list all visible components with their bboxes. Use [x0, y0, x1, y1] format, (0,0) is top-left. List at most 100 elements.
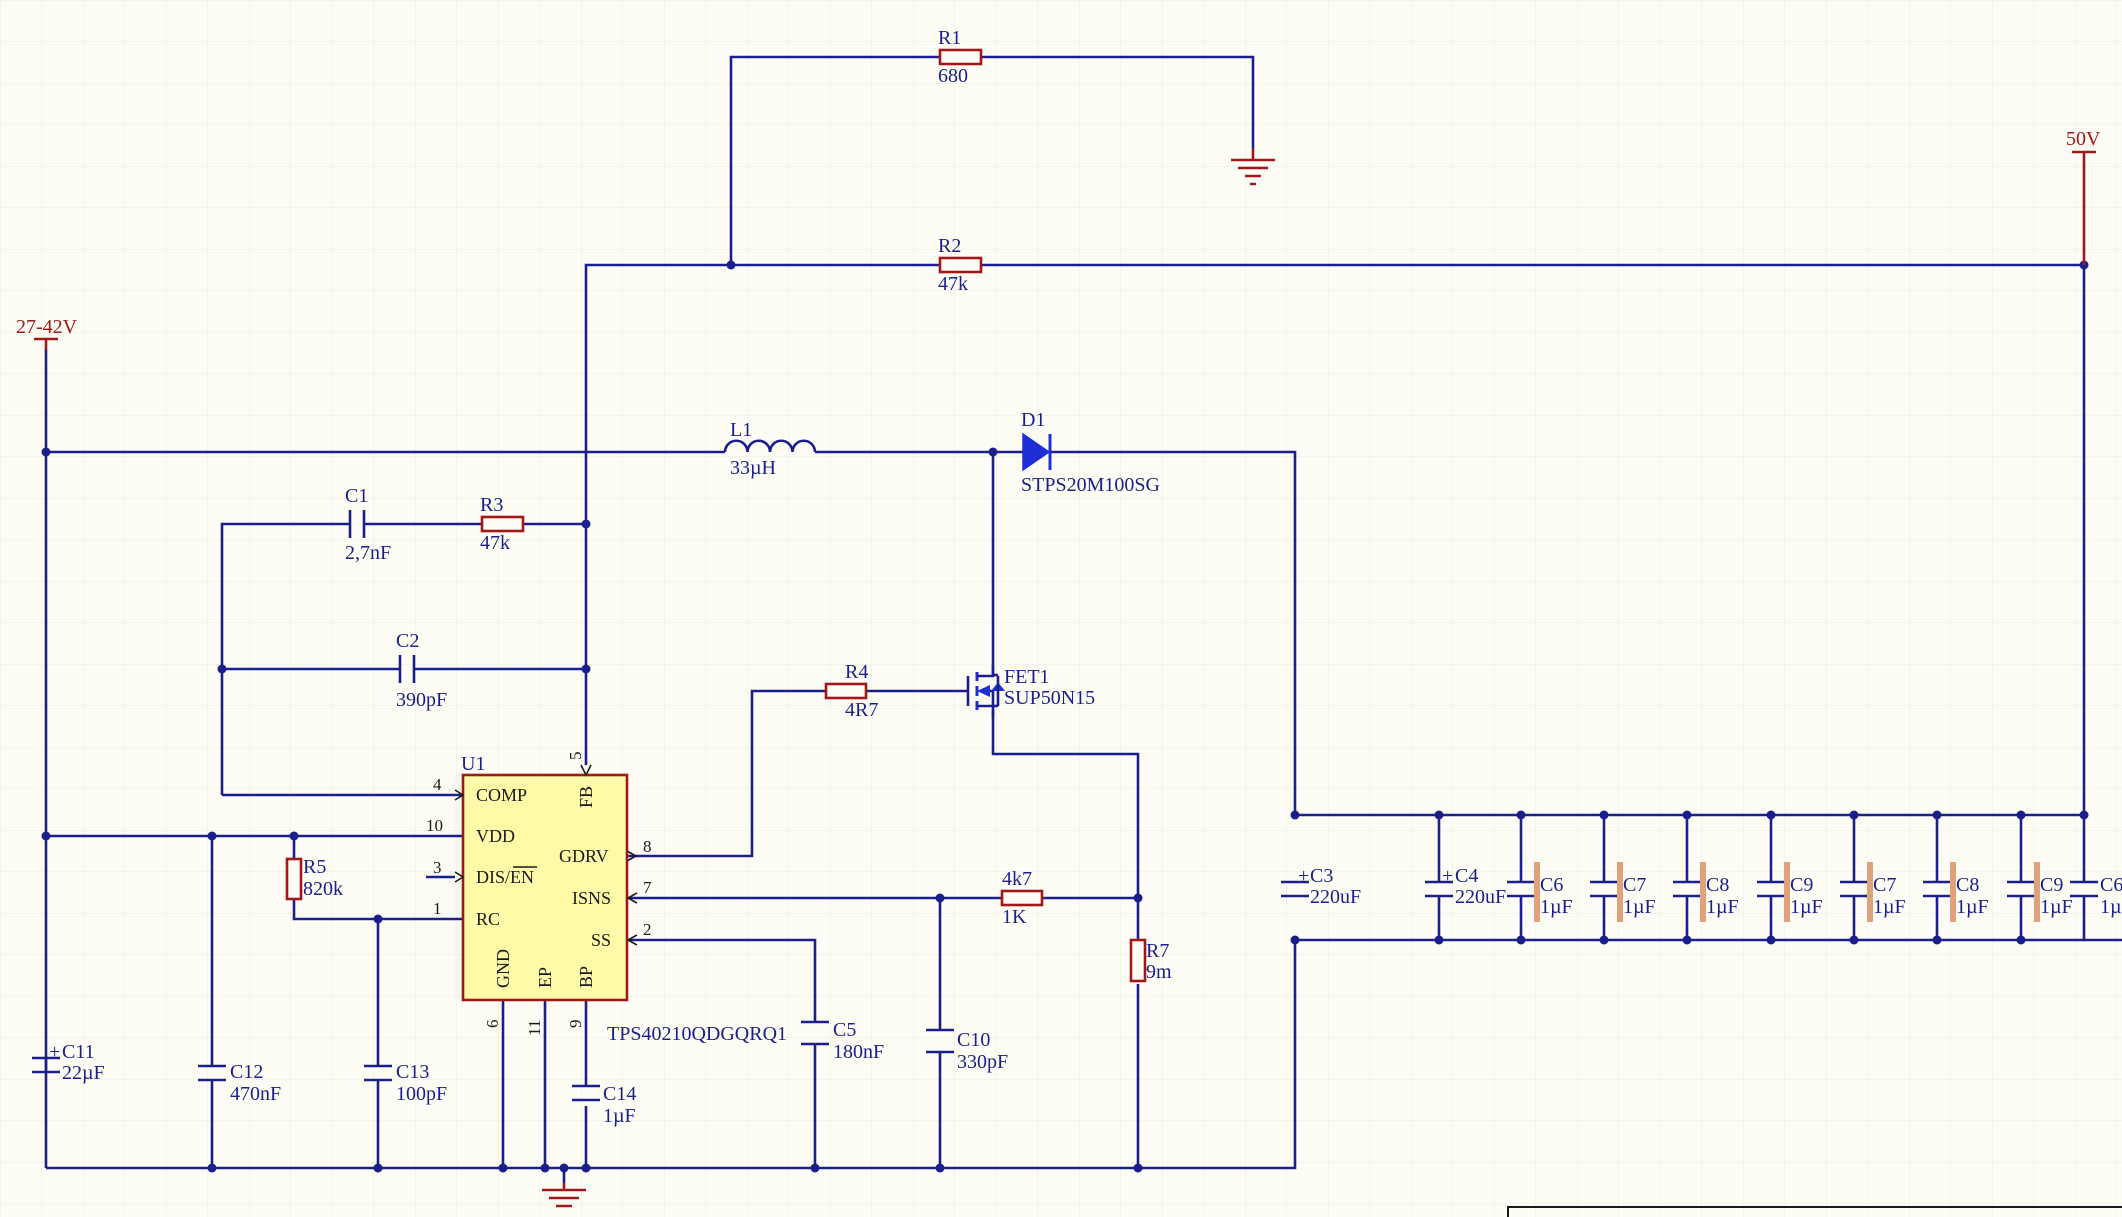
r4-ref: R4 — [845, 661, 868, 683]
c11-ref: C11 — [62, 1041, 95, 1063]
c12-value: 470nF — [230, 1083, 281, 1105]
pin-vdd-label: VDD — [476, 826, 515, 846]
pin-rc-label: RC — [476, 909, 500, 929]
c11-plus: + — [49, 1041, 60, 1063]
capacitor-c2[interactable]: C2 390pF — [396, 630, 447, 711]
mosfet-fet1[interactable]: FET1 SUP50N15 — [966, 665, 1095, 718]
capacitor-c13[interactable]: C13 100pF — [364, 1061, 447, 1105]
out-cap-6-ref: C9 — [2040, 874, 2063, 896]
output-cap-2[interactable]: C8 1µF — [1673, 815, 1739, 940]
pin-bp-label: BP — [576, 966, 596, 988]
capacitor-c10[interactable]: C10 330pF — [926, 1028, 1008, 1073]
r7-ref: R7 — [1146, 940, 1169, 962]
capacitor-c11[interactable]: + C11 22µF — [32, 1041, 105, 1084]
capacitor-c3[interactable]: + C3 220uF — [1281, 865, 1361, 908]
output-cap-bank: C6 1µF C7 1µF C8 1µF C9 1µF C7 1µF — [1507, 815, 2122, 942]
capacitor-c5[interactable]: C5 180nF — [801, 1019, 884, 1063]
pin-8-number: 8 — [643, 837, 652, 856]
output-cap-4[interactable]: C7 1µF — [1840, 815, 1906, 940]
l1-ref: L1 — [730, 419, 752, 441]
c13-ref: C13 — [396, 1061, 429, 1083]
inductor-l1[interactable]: L1 33µH — [723, 419, 817, 479]
output-cap-6[interactable]: C9 1µF — [2007, 815, 2073, 940]
out-cap-1-value: 1µF — [1623, 896, 1656, 918]
ground-symbol-bottom[interactable] — [542, 1183, 586, 1208]
pin-7-number: 7 — [643, 878, 652, 897]
c2-value: 390pF — [396, 689, 447, 711]
pin-3-number: 3 — [433, 858, 442, 877]
r4-value: 4R7 — [845, 699, 878, 721]
capacitor-c1[interactable]: C1 2,7nF — [345, 485, 391, 564]
ic-u1[interactable]: U1 TPS40210QDGQRQ1 COMP 4 VDD 10 DIS/EN … — [426, 752, 787, 1046]
pin-6-number: 6 — [483, 1020, 502, 1029]
c10-ref: C10 — [957, 1029, 990, 1051]
c14-ref: C14 — [603, 1083, 636, 1105]
out-cap-7-ref: C6 — [2100, 874, 2122, 896]
out-cap-2-value: 1µF — [1706, 896, 1739, 918]
r5-value: 820k — [303, 878, 343, 900]
output-cap-7[interactable]: C6 1µ — [2070, 815, 2122, 918]
r3-ref: R3 — [480, 494, 503, 516]
output-cap-1[interactable]: C7 1µF — [1590, 815, 1656, 940]
out-cap-0-ref: C6 — [1540, 874, 1563, 896]
c13-value: 100pF — [396, 1083, 447, 1105]
d1-ref: D1 — [1021, 409, 1045, 431]
out-cap-7-value: 1µ — [2100, 896, 2122, 918]
risns-ref: 4k7 — [1002, 868, 1032, 890]
capacitor-c14[interactable]: C14 1µF — [572, 1083, 636, 1127]
pin-gdrv-label: GDRV — [559, 846, 609, 866]
resistor-r2[interactable]: R2 47k — [938, 235, 983, 295]
resistor-r5[interactable]: R5 820k — [285, 856, 343, 901]
r2-ref: R2 — [938, 235, 961, 257]
resistor-r7[interactable]: R7 9m — [1129, 938, 1172, 983]
title-block-corner — [1507, 1206, 2122, 1217]
c4-value: 220uF — [1455, 886, 1506, 908]
pin-2-number: 2 — [643, 920, 652, 939]
r3-value: 47k — [480, 532, 510, 554]
c3-value: 220uF — [1310, 886, 1361, 908]
resistor-r1[interactable]: R1 680 — [938, 27, 983, 87]
capacitor-c4[interactable]: + C4 220uF — [1425, 815, 1506, 940]
c14-value: 1µF — [603, 1105, 636, 1127]
c1-value: 2,7nF — [345, 542, 391, 564]
out-cap-0-value: 1µF — [1540, 896, 1573, 918]
out-cap-5-ref: C8 — [1956, 874, 1979, 896]
fet1-ref: FET1 — [1004, 666, 1050, 688]
pin-gnd-label: GND — [493, 949, 513, 988]
pin-dis-en-label: DIS/EN — [476, 867, 534, 887]
pin-5-number: 5 — [566, 752, 585, 761]
resistor-r4[interactable]: R4 4R7 — [824, 661, 878, 721]
pin-11-number: 11 — [525, 1020, 544, 1036]
pin-fb-label: FB — [576, 786, 596, 808]
out-cap-3-ref: C9 — [1790, 874, 1813, 896]
c12-ref: C12 — [230, 1061, 263, 1083]
wires — [44, 55, 2086, 1183]
pin-comp-label: COMP — [476, 785, 527, 805]
pin-ep-label: EP — [535, 967, 555, 988]
c4-ref: C4 — [1455, 865, 1478, 887]
c3-ref: C3 — [1310, 865, 1333, 887]
ground-symbol-top[interactable] — [1231, 148, 1275, 186]
power-port-vin[interactable]: 27-42V — [16, 316, 78, 350]
output-cap-0[interactable]: C6 1µF — [1507, 815, 1573, 940]
pin-isns-label: ISNS — [572, 888, 611, 908]
output-cap-5[interactable]: C8 1µF — [1923, 815, 1989, 940]
power-port-vout[interactable]: 50V — [2066, 128, 2101, 265]
output-cap-3[interactable]: C9 1µF — [1757, 815, 1823, 940]
u1-ref: U1 — [461, 753, 485, 775]
vout-label: 50V — [2066, 128, 2101, 150]
r2-value: 47k — [938, 273, 968, 295]
r5-ref: R5 — [303, 856, 326, 878]
resistor-r3[interactable]: R3 47k — [480, 494, 525, 554]
vin-label: 27-42V — [16, 316, 78, 338]
out-cap-2-ref: C8 — [1706, 874, 1729, 896]
pin-10-number: 10 — [426, 816, 443, 835]
c11-value: 22µF — [62, 1062, 105, 1084]
capacitor-c12[interactable]: C12 470nF — [198, 1061, 281, 1105]
resistor-isns-filter[interactable]: 4k7 1K — [1000, 868, 1044, 928]
c4-plus: + — [1442, 865, 1453, 887]
l1-value: 33µH — [730, 457, 776, 479]
r7-value: 9m — [1146, 961, 1172, 983]
diode-d1[interactable]: D1 STPS20M100SG — [1021, 409, 1160, 496]
